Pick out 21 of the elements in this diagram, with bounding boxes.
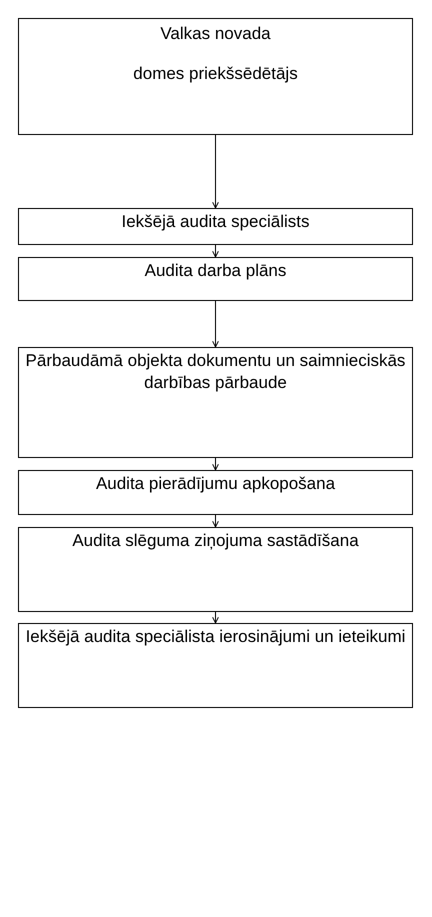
process-box (18, 208, 413, 245)
process-box (18, 257, 413, 301)
process-box (18, 470, 413, 515)
arrow (212, 612, 219, 624)
arrow (212, 300, 219, 348)
box-text: Valkas novada (159, 23, 272, 45)
process-box (18, 623, 413, 708)
box-text: domes priekšsēdētājs (132, 63, 299, 86)
box-text: Audita slēguma ziņojuma sastādīšana (71, 530, 360, 552)
box-text: Iekšējā audita speciālists (120, 211, 311, 233)
arrow (212, 244, 219, 258)
arrow (212, 458, 219, 470)
arrow (212, 134, 219, 208)
box-text: Iekšējā audita speciālista ierosinājumi un ieteikumi (25, 626, 406, 648)
box-text: Audita darba plāns (144, 260, 288, 282)
arrow (212, 514, 219, 528)
process-box (18, 18, 413, 135)
box-text: Audita pierādījumu apkopošana (94, 473, 336, 495)
process-box (18, 527, 413, 612)
process-box (18, 347, 413, 458)
box-text: Pārbaudāmā objekta dokumentu un saimnieciskās darbības pārbaude (25, 350, 406, 394)
